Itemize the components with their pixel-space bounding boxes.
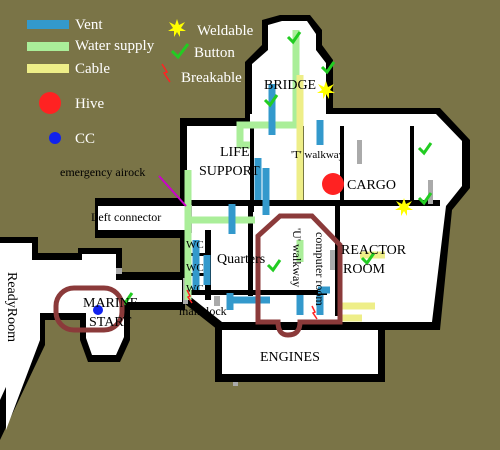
- life-support-label-1: LIFE: [220, 145, 250, 160]
- engines-label: ENGINES: [260, 350, 320, 365]
- breakable-icon: [311, 305, 318, 320]
- legend-button-label: Button: [194, 45, 235, 61]
- airlock-arrow: [158, 175, 187, 207]
- computer-room-label: computer room: [313, 232, 327, 306]
- legend-button-icon: [170, 43, 190, 60]
- button-icon: [320, 61, 336, 75]
- marine-start-floor: [6, 243, 182, 430]
- room-labels: BRIDGE LIFE SUPPORT 'T' walkway CARGO em…: [4, 78, 407, 365]
- marine-start-label-1: MARINE: [83, 296, 138, 311]
- reactor-label-2: ROOM: [343, 262, 386, 277]
- legend-cc-label: CC: [75, 131, 95, 147]
- left-connector-floor: [98, 206, 193, 230]
- left-connector-label: Left connector: [91, 210, 161, 224]
- legend-weldable-icon: [168, 19, 186, 37]
- legend-cable-label: Cable: [75, 61, 110, 77]
- button-icon: [360, 252, 376, 266]
- legend-hive-icon: [39, 92, 61, 114]
- main-lock-label: main lock: [179, 304, 227, 318]
- highlight-outlines: [53, 213, 343, 338]
- cargo-label: CARGO: [347, 178, 396, 193]
- wc-label-2: WC: [186, 262, 204, 274]
- weldable-icon: [395, 198, 413, 216]
- map-buttons: [118, 31, 433, 306]
- t-walkway-label: 'T' walkway: [291, 149, 345, 161]
- engines-floor: [222, 330, 378, 374]
- ready-room-label: ReadyRoom: [4, 272, 19, 342]
- button-icon: [417, 142, 433, 156]
- legend-vent-label: Vent: [75, 17, 103, 33]
- bridge-label: BRIDGE: [264, 78, 316, 93]
- legend-breakable-label: Breakable: [181, 70, 242, 86]
- life-support-label-2: SUPPORT: [199, 164, 260, 179]
- legend-breakable-icon: [161, 63, 171, 83]
- button-icon: [266, 259, 282, 273]
- ready-room-floor: [0, 243, 32, 400]
- map-weldables: [317, 81, 413, 216]
- legend: Vent Water supply Cable Hive CC Weldable…: [27, 17, 254, 147]
- breakable-icon: [186, 289, 193, 304]
- legend-water-swatch: [27, 42, 69, 51]
- legend-cc-icon: [49, 132, 61, 144]
- button-icon: [263, 94, 279, 108]
- button-icon: [417, 192, 433, 206]
- water-supply-pipes: [184, 30, 304, 300]
- legend-water-label: Water supply: [75, 38, 155, 54]
- cc-icon: [93, 305, 103, 315]
- vents: [192, 84, 330, 315]
- hive-icon: [322, 173, 344, 195]
- button-icon: [286, 31, 302, 45]
- emergency-airlock-label: emergency airock: [60, 165, 145, 179]
- legend-vent-swatch: [27, 20, 69, 29]
- reactor-label-1: REACTOR: [341, 243, 407, 258]
- legend-hive-label: Hive: [75, 96, 105, 112]
- legend-weldable-label: Weldable: [197, 23, 254, 39]
- wc-label-1: WC: [186, 239, 204, 251]
- quarters-label: Quarters: [217, 252, 265, 267]
- map-breakables: [186, 289, 318, 320]
- u-walkway-label: 'U' walkway: [290, 228, 304, 287]
- wc-label-3: WC: [186, 283, 204, 295]
- marine-start-label-2: START: [89, 315, 132, 330]
- legend-cable-swatch: [27, 64, 69, 73]
- weldable-icon: [317, 81, 335, 99]
